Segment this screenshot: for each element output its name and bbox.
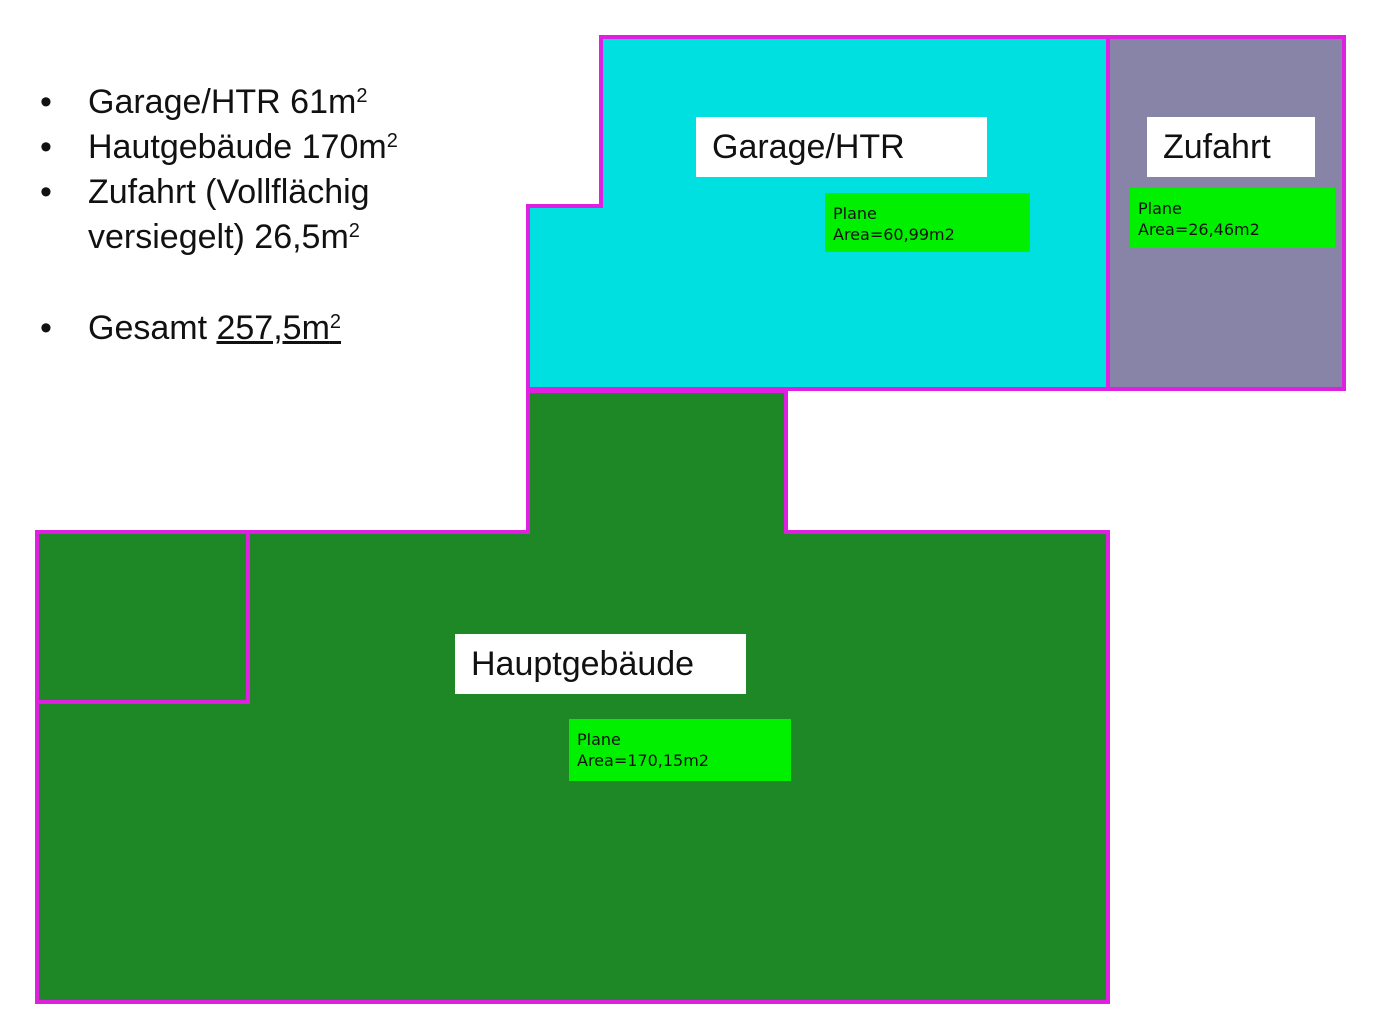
tag-type: Plane (833, 204, 877, 223)
tag-area: Area=26,46m2 (1138, 220, 1260, 239)
superscript: 2 (356, 85, 368, 107)
superscript: 2 (348, 220, 360, 242)
superscript: 2 (329, 311, 342, 333)
item-text: versiegelt) 26,5m (88, 218, 349, 256)
list-item: • Garage/HTR 61m2 (40, 80, 398, 125)
hauptgebaeude-label: Hauptgebäude (455, 634, 746, 694)
bullet: • (40, 173, 52, 211)
tag-type: Plane (1138, 199, 1182, 218)
total-item: • Gesamt 257,5m2 (40, 306, 398, 351)
bullet: • (40, 309, 52, 347)
zufahrt-label: Zufahrt (1147, 117, 1315, 177)
tag-area: Area=170,15m2 (577, 751, 709, 770)
bullet: • (40, 128, 52, 166)
total-label: Gesamt (88, 309, 217, 347)
list-item: • Hautgebäude 170m2 (40, 125, 398, 170)
superscript: 2 (386, 130, 398, 152)
item-text: Garage/HTR 61m (88, 83, 357, 121)
total-number: 257,5m (216, 309, 330, 347)
area-summary-list: •Garage/HTR 61m2 •Hautgebäude 170m2 •Zuf… (40, 80, 398, 351)
tag-type: Plane (577, 730, 621, 749)
item-text: Zufahrt (Vollflächig (88, 173, 370, 211)
bullet: • (40, 83, 52, 121)
total-value: 257,5m2 (216, 309, 341, 347)
inner-room-outline (37, 530, 250, 704)
garage-label: Garage/HTR (696, 117, 987, 177)
list-item: • Zufahrt (Vollflächig versiegelt) 26,5m2 (40, 170, 398, 260)
item-text: Hautgebäude 170m (88, 128, 387, 166)
tag-area: Area=60,99m2 (833, 225, 955, 244)
hauptgebaeude-area (35, 389, 1110, 1004)
